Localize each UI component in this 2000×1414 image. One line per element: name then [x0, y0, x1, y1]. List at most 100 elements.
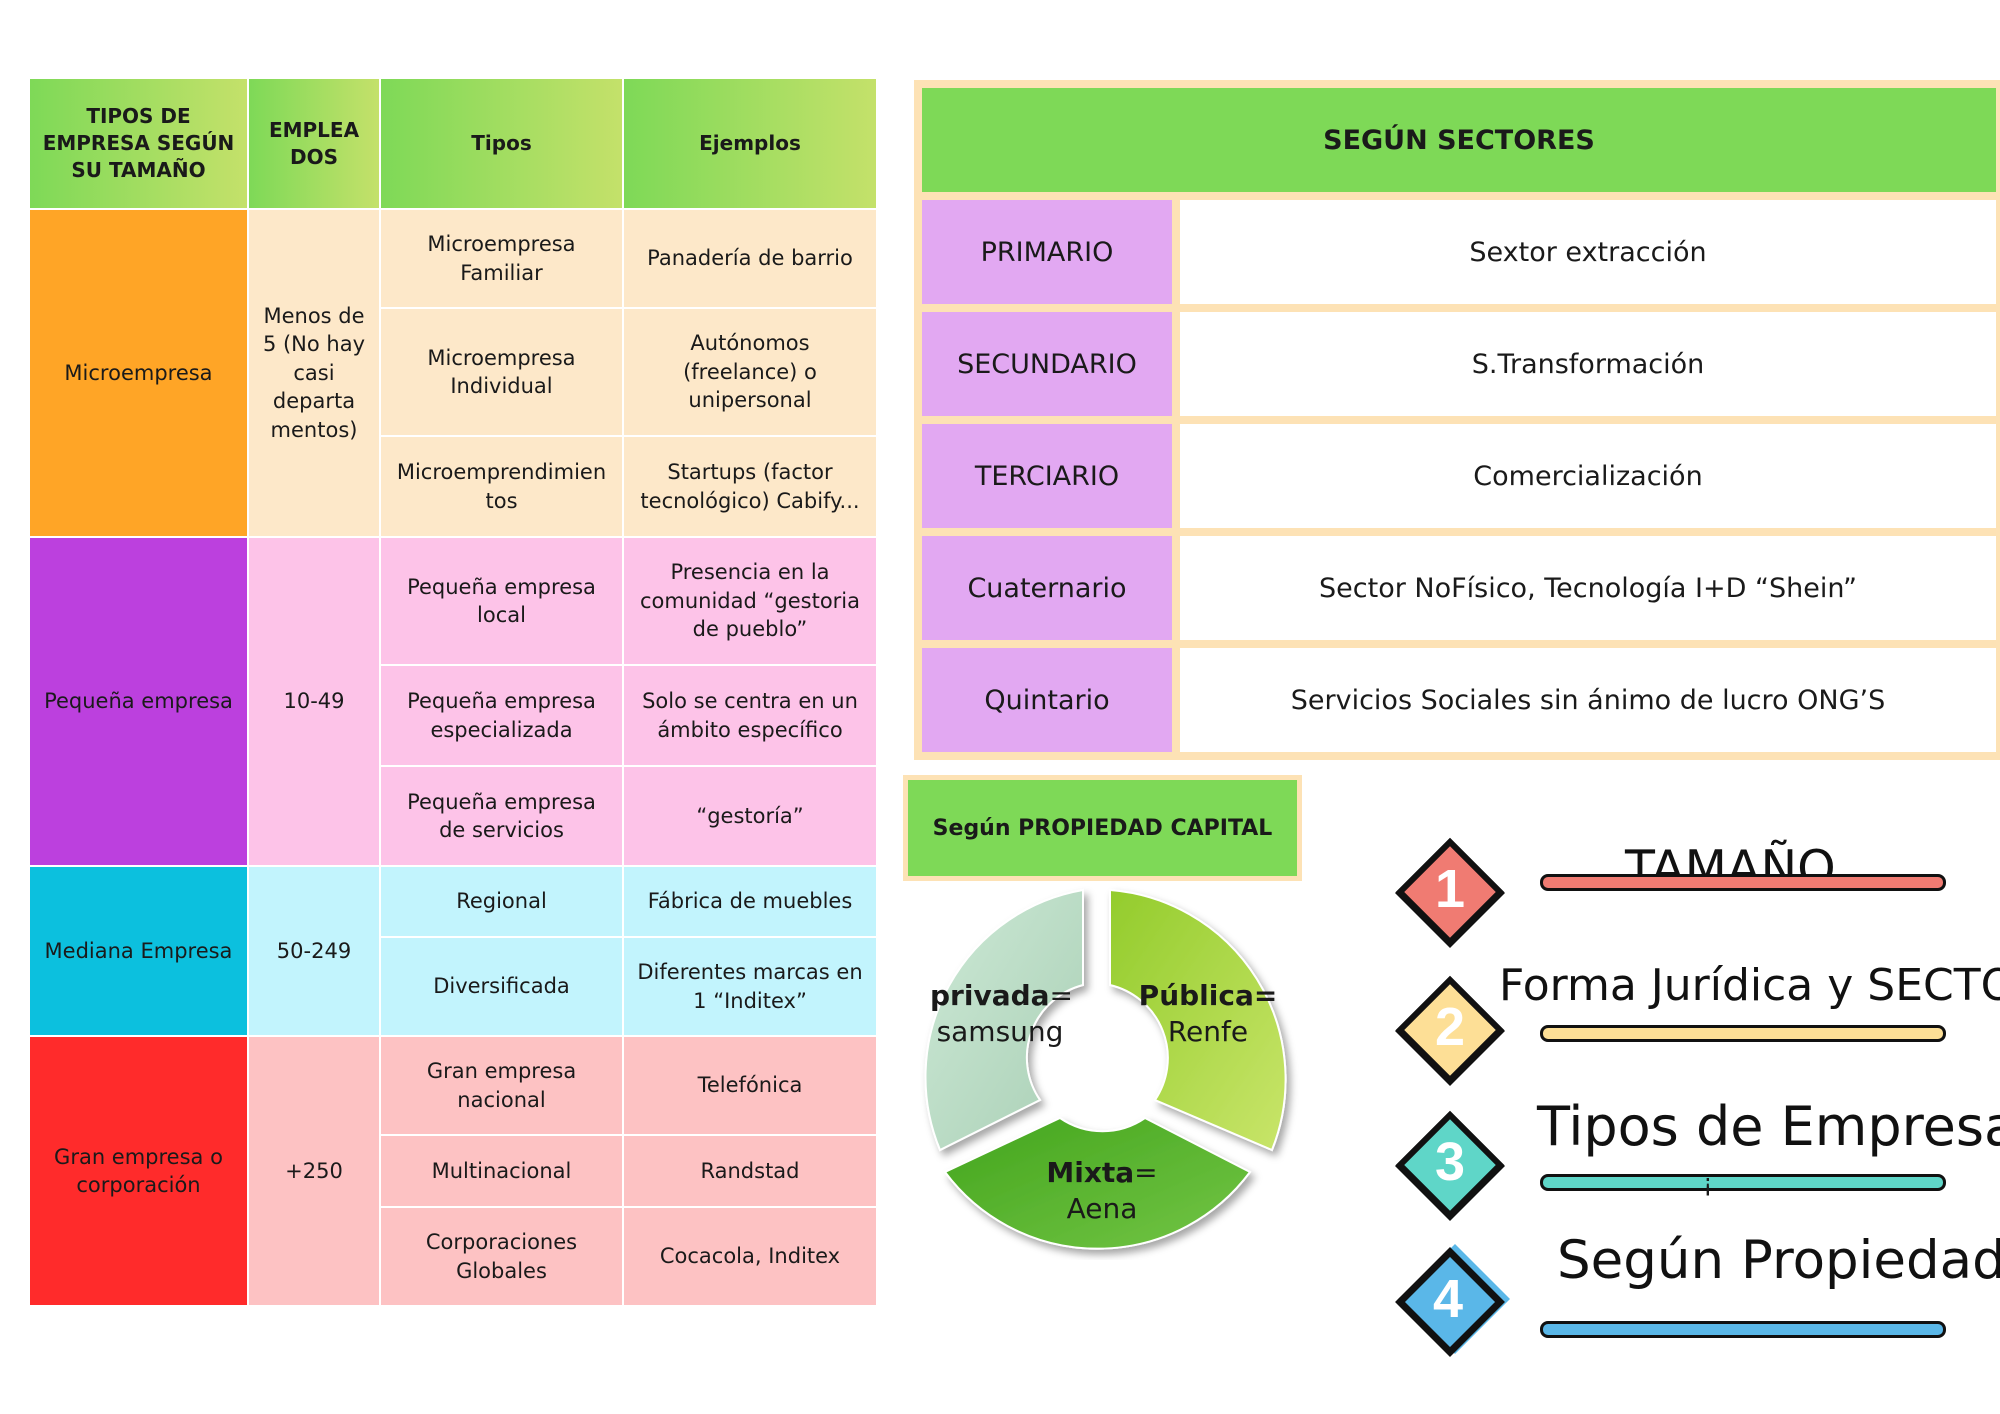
ring-segment-publica — [1109, 888, 1287, 1152]
table-row: Gran empresa o corporación +250 Gran emp… — [28, 1035, 878, 1307]
type-cell: Multinacional — [379, 1134, 624, 1208]
type-cell: Diversificada — [379, 936, 624, 1037]
table-row: Diversificada Diferentes marcas en 1 “In… — [29, 936, 878, 1037]
type-cell: Corporaciones Globales — [379, 1206, 624, 1307]
table-row: Pequeña empresa especializada Solo se ce… — [29, 664, 878, 767]
type-cell: Pequeña empresa de servicios — [379, 765, 624, 867]
table-row: SECUNDARIO S.Transformación — [918, 308, 2000, 420]
example-cell: Startups (factor tecnológico) Cabify... — [622, 435, 878, 538]
sector-description: S.Transformación — [1176, 308, 2000, 420]
table-row: Microempresa Menos de 5 (No hay casi dep… — [28, 208, 878, 538]
table-row: TERCIARIO Comercialización — [918, 420, 2000, 532]
table-row: Microempresa Individual Autónomos (freel… — [29, 307, 878, 437]
type-cell: Microempresa Individual — [379, 307, 624, 437]
index-number: 2 — [1434, 997, 1466, 1057]
table-row: Microemprendimien tos Startups (factor t… — [29, 435, 878, 538]
table-row: Quintario Servicios Sociales sin ánimo d… — [918, 644, 2000, 756]
index-mark: ¡ — [1703, 1169, 1713, 1197]
sector-name: TERCIARIO — [918, 420, 1176, 532]
label-privada-title: privada — [930, 979, 1050, 1012]
index-underline — [1540, 874, 1946, 891]
example-cell: “gestoría” — [622, 765, 878, 867]
index-number: 4 — [1432, 1269, 1464, 1329]
table-row: Pequeña empresa de servicios “gestoría” — [29, 765, 878, 867]
type-cell: Pequeña empresa local — [379, 536, 624, 666]
index-underline — [1540, 1025, 1946, 1042]
table-row: Cuaternario Sector NoFísico, Tecnología … — [918, 532, 2000, 644]
category-gran-empresa: Gran empresa o corporación — [28, 1035, 249, 1307]
index-number: 1 — [1434, 859, 1466, 919]
label-mixta-title: Mixta — [1046, 1156, 1135, 1189]
example-cell: Panadería de barrio — [622, 208, 878, 309]
example-cell: Presencia en la comunidad “gestoria de p… — [622, 536, 878, 666]
sector-description: Sextor extracción — [1176, 196, 2000, 308]
type-cell: Microemprendimien tos — [379, 435, 624, 538]
sector-name: PRIMARIO — [918, 196, 1176, 308]
property-ring-diagram — [924, 888, 1287, 1250]
employees-microempresa: Menos de 5 (No hay casi departa mentos) — [247, 208, 381, 538]
sector-description: Comercialización — [1176, 420, 2000, 532]
category-microempresa: Microempresa — [28, 208, 249, 538]
index-title: Tipos de Empresa — [1537, 1095, 2000, 1158]
example-cell: Randstad — [622, 1134, 878, 1208]
label-publica-example: Renfe — [1167, 1015, 1249, 1049]
ring-segment-mixta — [943, 1116, 1252, 1250]
example-cell: Solo se centra en un ámbito específico — [622, 664, 878, 767]
type-cell: Pequeña empresa especializada — [379, 664, 624, 767]
example-cell: Fábrica de muebles — [622, 865, 878, 938]
diamond-icon — [1395, 837, 1505, 948]
diamond-icon — [1395, 1244, 1510, 1357]
sector-name: Cuaternario — [918, 532, 1176, 644]
table-row: PRIMARIO Sextor extracción — [918, 196, 2000, 308]
company-size-table: TIPOS DE EMPRESA SEGÚN SU TAMAÑO EMPLEA … — [28, 77, 878, 1307]
index-underline — [1540, 1174, 1946, 1191]
sector-description: Sector NoFísico, Tecnología I+D “Shein” — [1176, 532, 2000, 644]
table-row: Multinacional Randstad — [29, 1134, 878, 1208]
example-cell: Diferentes marcas en 1 “Inditex” — [622, 936, 878, 1037]
index-item-2: 2 Forma Jurídica y SECTOR — [1385, 960, 2000, 1098]
label-mixta-example: Aena — [1066, 1192, 1138, 1226]
table-row: Corporaciones Globales Cocacola, Inditex — [29, 1206, 878, 1307]
header-size-type: TIPOS DE EMPRESA SEGÚN SU TAMAÑO — [28, 77, 249, 210]
sector-name: SECUNDARIO — [918, 308, 1176, 420]
index-title: Según Propiedad — [1557, 1230, 2000, 1291]
table-row: Mediana Empresa 50-249 Regional Fábrica … — [28, 865, 878, 1037]
index-item-1: 1 TAMAÑO — [1385, 830, 2000, 960]
example-cell: Cocacola, Inditex — [622, 1206, 878, 1307]
header-examples: Ejemplos — [622, 77, 878, 210]
type-cell: Regional — [379, 865, 624, 938]
example-cell: Autónomos (freelance) o unipersonal — [622, 307, 878, 437]
label-mixta: Mixta= Aena — [1032, 1155, 1172, 1228]
header-types: Tipos — [379, 77, 624, 210]
category-mediana-empresa: Mediana Empresa — [28, 865, 249, 1037]
sectors-table: SEGÚN SECTORES PRIMARIO Sextor extracció… — [914, 80, 2000, 760]
property-capital-title: Según PROPIEDAD CAPITAL — [903, 775, 1302, 881]
employees-gran-empresa: +250 — [247, 1035, 381, 1307]
index-item-4: 4 Según Propiedad — [1385, 1230, 2000, 1370]
type-cell: Gran empresa nacional — [379, 1035, 624, 1136]
diamond-icon — [1395, 1110, 1505, 1221]
label-privada: privada= samsung — [930, 978, 1074, 1051]
label-publica: Pública= Renfe — [1138, 978, 1278, 1051]
example-cell: Telefónica — [622, 1035, 878, 1136]
type-cell: Microempresa Familiar — [379, 208, 624, 309]
table-row: Pequeña empresa 10-49 Pequeña empresa lo… — [28, 536, 878, 867]
employees-pequena-empresa: 10-49 — [247, 536, 381, 867]
label-publica-title: Pública= — [1138, 979, 1278, 1012]
index-item-3: 3 Tipos de Empresa ¡ — [1385, 1095, 2000, 1233]
index-title: Forma Jurídica y SECTOR — [1499, 960, 2000, 1011]
sector-description: Servicios Sociales sin ánimo de lucro ON… — [1176, 644, 2000, 756]
index-number: 3 — [1434, 1132, 1466, 1192]
index-underline — [1540, 1321, 1946, 1338]
label-privada-example: samsung — [936, 1015, 1064, 1049]
label-privada-equals: = — [1049, 979, 1074, 1012]
sectors-title: SEGÚN SECTORES — [918, 84, 2000, 196]
size-table-header-row: TIPOS DE EMPRESA SEGÚN SU TAMAÑO EMPLEA … — [28, 77, 878, 210]
employees-mediana-empresa: 50-249 — [247, 865, 381, 1037]
category-pequena-empresa: Pequeña empresa — [28, 536, 249, 867]
ring-segment-privada — [924, 888, 1084, 1152]
header-employees: EMPLEA DOS — [247, 77, 381, 210]
label-mixta-equals: = — [1134, 1156, 1158, 1189]
sector-name: Quintario — [918, 644, 1176, 756]
diamond-icon — [1395, 975, 1505, 1086]
